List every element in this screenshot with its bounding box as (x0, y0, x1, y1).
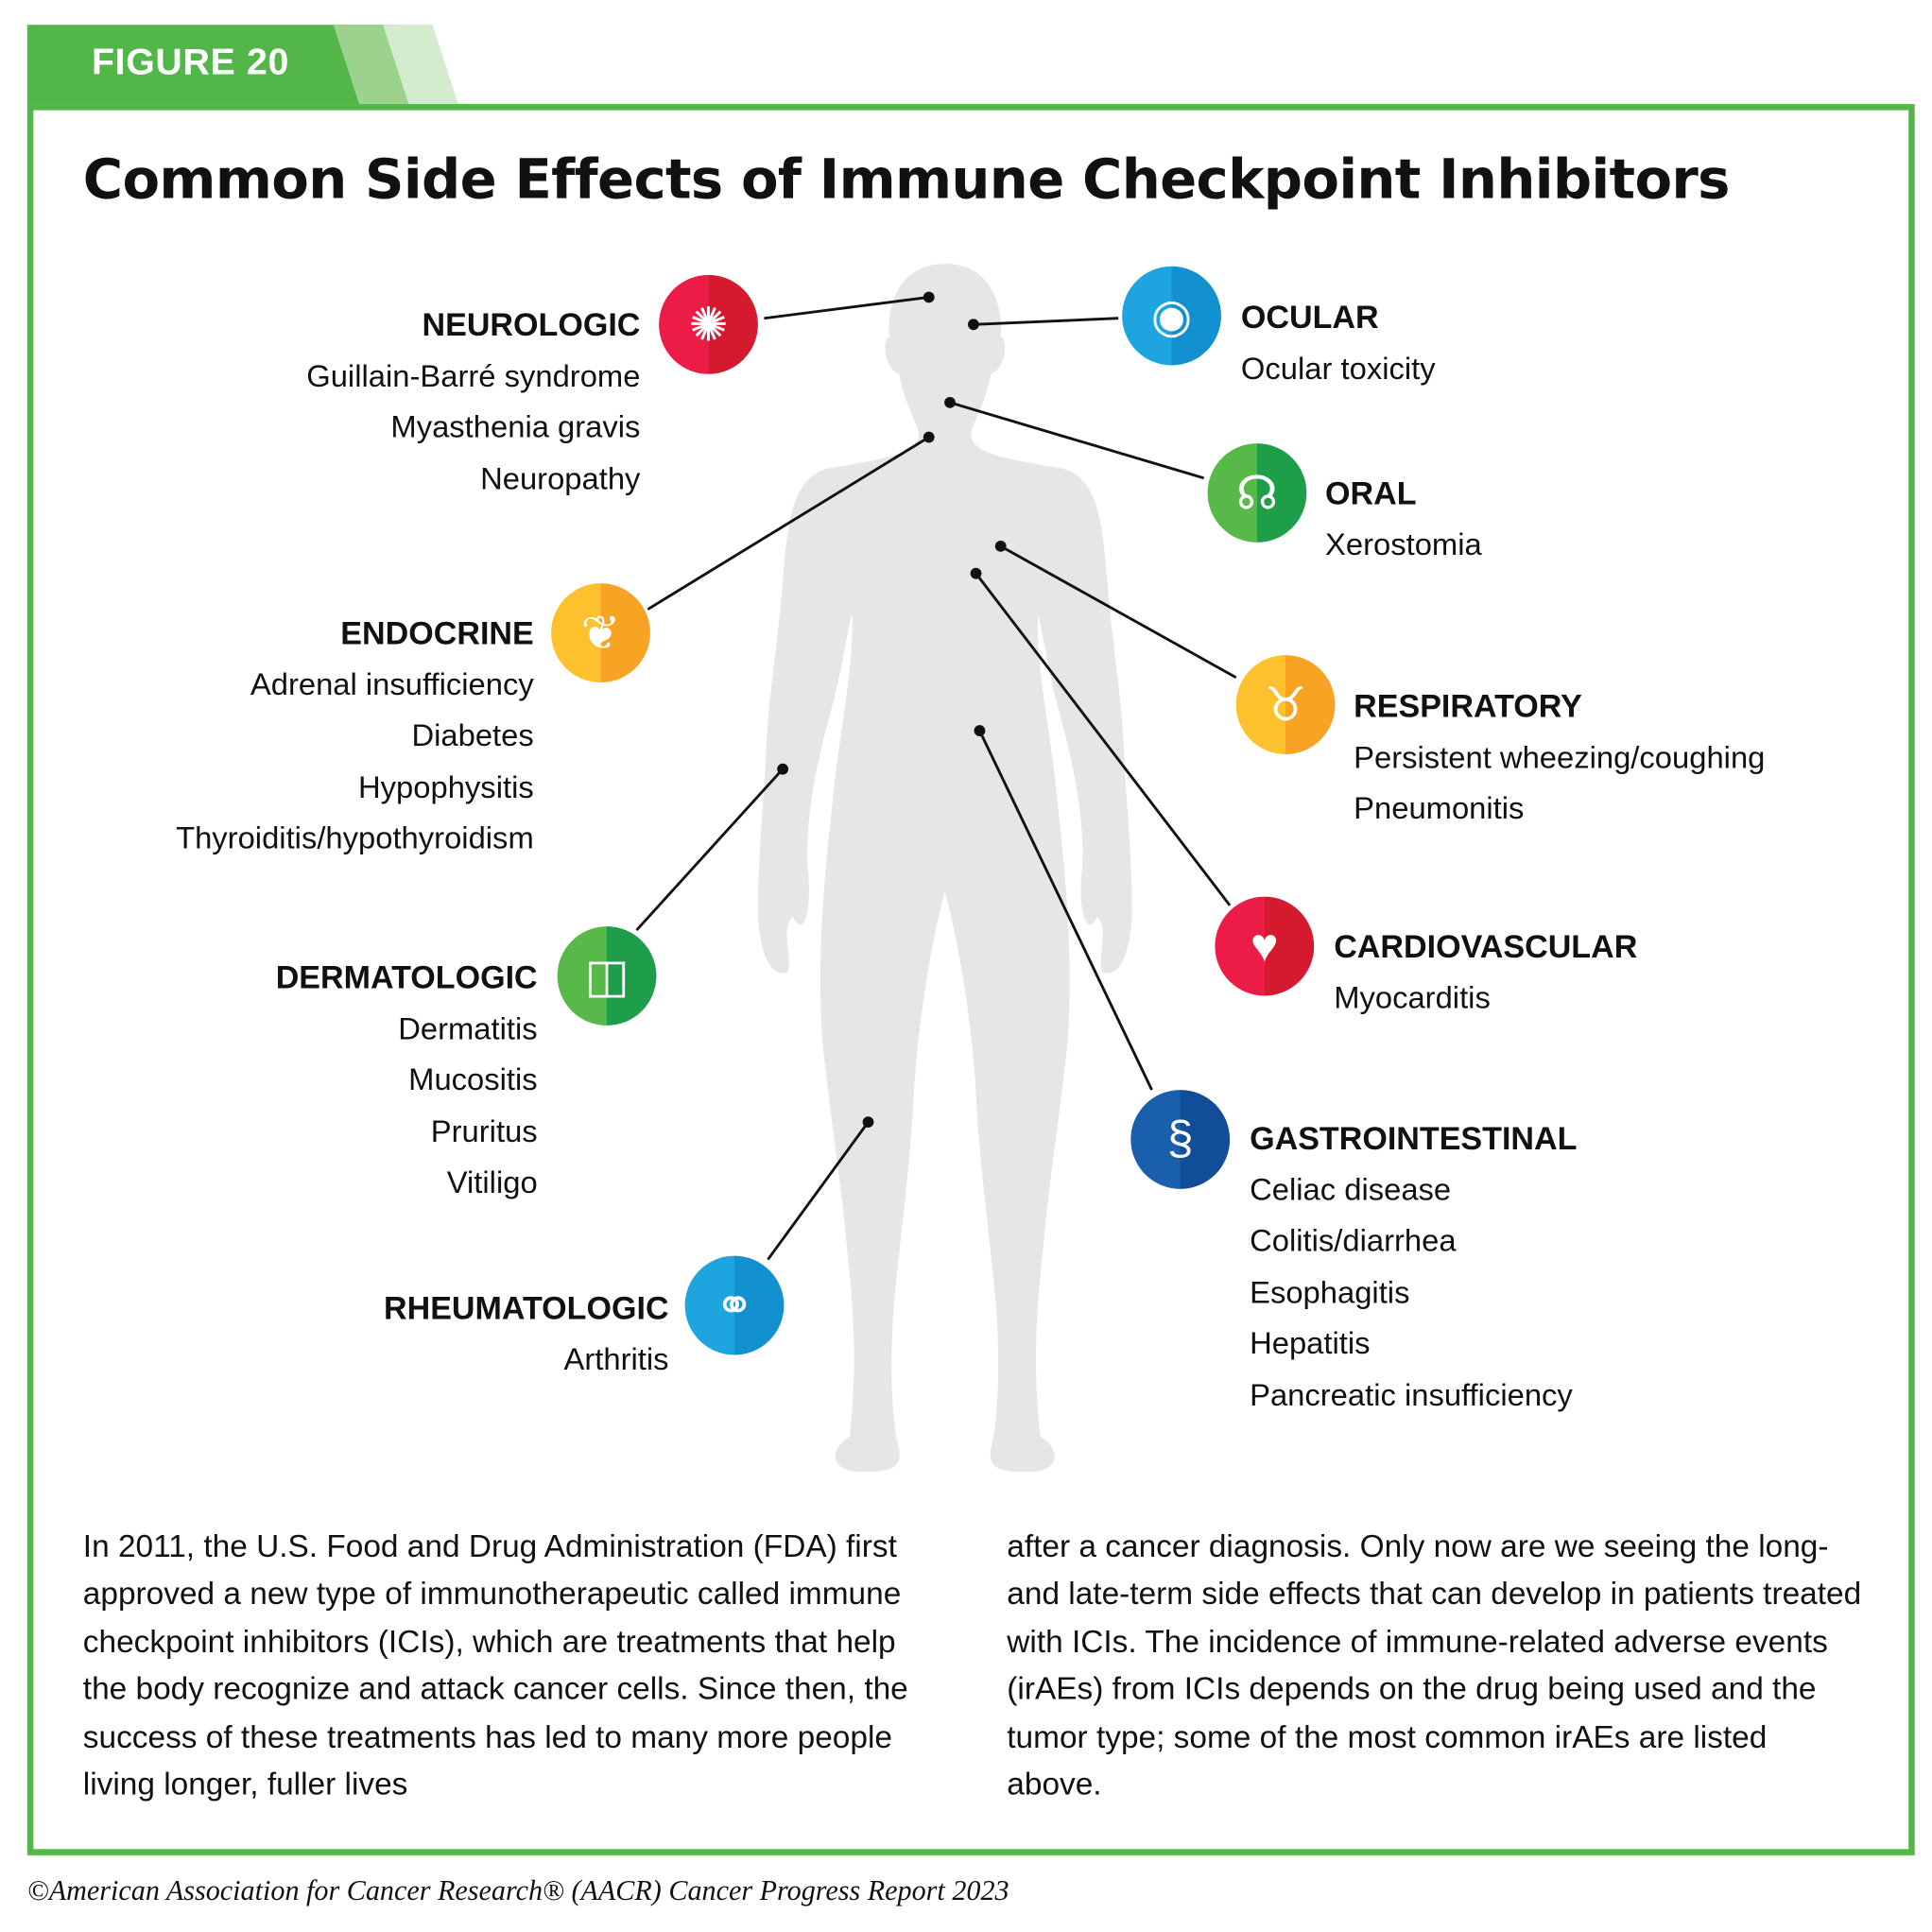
category-respiratory: RESPIRATORY Persistent wheezing/coughing… (1354, 681, 1765, 836)
effect-item: Diabetes (411, 717, 534, 753)
category-cardiovascular: CARDIOVASCULAR Myocarditis (1334, 922, 1637, 1025)
mouth-throat-icon: ☊ (1207, 443, 1307, 543)
effect-item: Thyroiditis/hypothyroidism (176, 820, 534, 856)
skin-hair-icon: ◫ (557, 926, 657, 1026)
figure-title: Common Side Effects of Immune Checkpoint… (82, 148, 1731, 213)
effect-item: Ocular toxicity (1240, 351, 1436, 387)
category-ocular: OCULAR Ocular toxicity (1241, 292, 1436, 395)
effect-item: Arthritis (563, 1341, 669, 1377)
effect-item: Colitis/diarrhea (1250, 1223, 1457, 1259)
category-heading: CARDIOVASCULAR (1334, 927, 1638, 965)
effect-item: Esophagitis (1250, 1274, 1410, 1310)
category-gastrointestinal: GASTROINTESTINAL Celiac disease Colitis/… (1250, 1113, 1577, 1422)
effect-item: Persistent wheezing/coughing (1354, 739, 1766, 775)
effect-item: Mucositis (408, 1062, 538, 1097)
effect-item: Myasthenia gravis (390, 409, 641, 445)
connector-gastrointestinal (978, 730, 1153, 1091)
stomach-icon: § (1130, 1090, 1231, 1189)
connector-cardiovascular (975, 572, 1232, 906)
figure-label: FIGURE 20 (91, 42, 290, 83)
connector-dermatologic (635, 768, 785, 932)
effect-item: Adrenal insufficiency (250, 666, 534, 702)
connector-endocrine (647, 436, 930, 611)
effect-item: Neuropathy (480, 461, 641, 496)
joint-icon: ⚭ (684, 1255, 785, 1355)
effect-item: Pneumonitis (1354, 791, 1525, 826)
category-heading: GASTROINTESTINAL (1250, 1119, 1578, 1157)
effect-item: Pruritus (430, 1113, 538, 1149)
effect-item: Xerostomia (1325, 526, 1482, 562)
effect-item: Dermatitis (398, 1010, 538, 1046)
category-heading: NEUROLOGIC (422, 305, 641, 343)
connector-ocular (973, 317, 1119, 326)
thyroid-icon: ❦ (551, 583, 650, 682)
effect-item: Pancreatic insufficiency (1250, 1377, 1573, 1413)
category-heading: DERMATOLOGIC (275, 958, 538, 996)
effect-item: Myocarditis (1334, 980, 1491, 1015)
category-endocrine: ENDOCRINE Adrenal insufficiency Diabetes… (176, 608, 534, 865)
connector-lines (635, 296, 1237, 1261)
category-oral: ORAL Xerostomia (1325, 468, 1482, 571)
connector-respiratory (1000, 544, 1237, 679)
human-silhouette (757, 264, 1132, 1473)
category-neurologic: NEUROLOGIC Guillain-Barré syndrome Myast… (306, 300, 640, 506)
category-heading: RESPIRATORY (1354, 687, 1582, 725)
connector-dots (777, 291, 1007, 1129)
effect-item: Hepatitis (1250, 1326, 1371, 1362)
category-heading: ORAL (1325, 474, 1417, 512)
effect-item: Vitiligo (446, 1164, 538, 1200)
category-heading: OCULAR (1240, 298, 1379, 336)
copyright-footer: ©American Association for Cancer Researc… (26, 1874, 1009, 1906)
category-rheumatologic: RHEUMATOLOGIC Arthritis (384, 1283, 669, 1386)
connector-oral (949, 401, 1205, 480)
category-heading: ENDOCRINE (340, 613, 534, 652)
connector-rheumatologic (767, 1121, 870, 1261)
description-left: In 2011, the U.S. Food and Drug Administ… (82, 1529, 908, 1803)
category-heading: RHEUMATOLOGIC (384, 1289, 669, 1327)
lungs-icon: ♉ (1235, 655, 1336, 754)
category-dermatologic: DERMATOLOGIC Dermatitis Mucositis Prurit… (276, 953, 538, 1210)
eye-icon: ◉ (1122, 266, 1221, 366)
heart-icon: ♥ (1215, 896, 1315, 996)
connector-neurologic (764, 296, 929, 320)
effect-item: Guillain-Barré syndrome (306, 358, 641, 394)
description-right: after a cancer diagnosis. Only now are w… (1007, 1529, 1862, 1803)
effect-item: Hypophysitis (358, 769, 534, 805)
brain-icon: ✺ (659, 274, 758, 374)
figure-frame (26, 104, 1915, 1855)
effect-item: Celiac disease (1250, 1172, 1452, 1207)
